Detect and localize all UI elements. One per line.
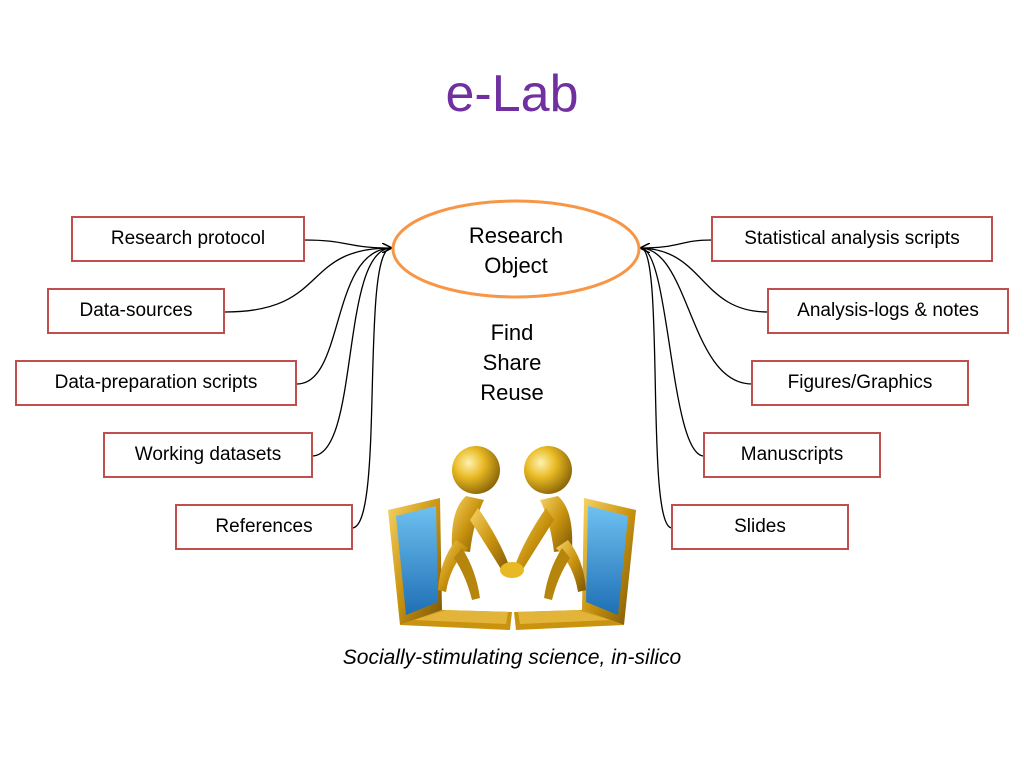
collaboration-illustration [388, 446, 636, 630]
action-find: Find [490, 320, 534, 345]
box-references: References [175, 504, 353, 550]
connector-data-preparation [296, 247, 392, 385]
left-laptop [388, 498, 512, 630]
box-manuscripts: Manuscripts [703, 432, 881, 478]
page-title: e-Lab [445, 65, 579, 123]
research-object-line2: Object [484, 253, 548, 278]
connector-references [351, 247, 392, 529]
box-analysis-logs-notes: Analysis-logs & notes [767, 288, 1009, 334]
action-reuse: Reuse [480, 380, 544, 405]
action-share: Share [482, 350, 542, 375]
left-figure [438, 446, 510, 600]
research-object-label: Research Object [416, 221, 616, 281]
connector-data-sources [224, 247, 392, 313]
connector-research-protocol [303, 239, 391, 248]
right-laptop [514, 498, 636, 630]
connector-statistical-analysis [641, 239, 713, 248]
box-data-sources: Data-sources [47, 288, 225, 334]
box-figures-graphics: Figures/Graphics [751, 360, 969, 406]
box-research-protocol: Research protocol [71, 216, 305, 262]
box-data-preparation-scripts: Data-preparation scripts [15, 360, 297, 406]
box-working-datasets: Working datasets [103, 432, 313, 478]
connector-manuscripts [640, 247, 705, 457]
caption: Socially-stimulating science, in-silico [342, 646, 682, 669]
box-statistical-analysis-scripts: Statistical analysis scripts [711, 216, 993, 262]
connector-figures [640, 247, 753, 385]
connector-working-datasets [311, 247, 392, 457]
connector-slides [640, 247, 673, 529]
research-object-ellipse [391, 199, 641, 299]
research-object-line1: Research [468, 223, 564, 248]
actions-list: Find Share Reuse [432, 318, 592, 408]
right-figure [514, 446, 586, 600]
box-slides: Slides [671, 504, 849, 550]
connector-analysis-logs [640, 247, 769, 313]
